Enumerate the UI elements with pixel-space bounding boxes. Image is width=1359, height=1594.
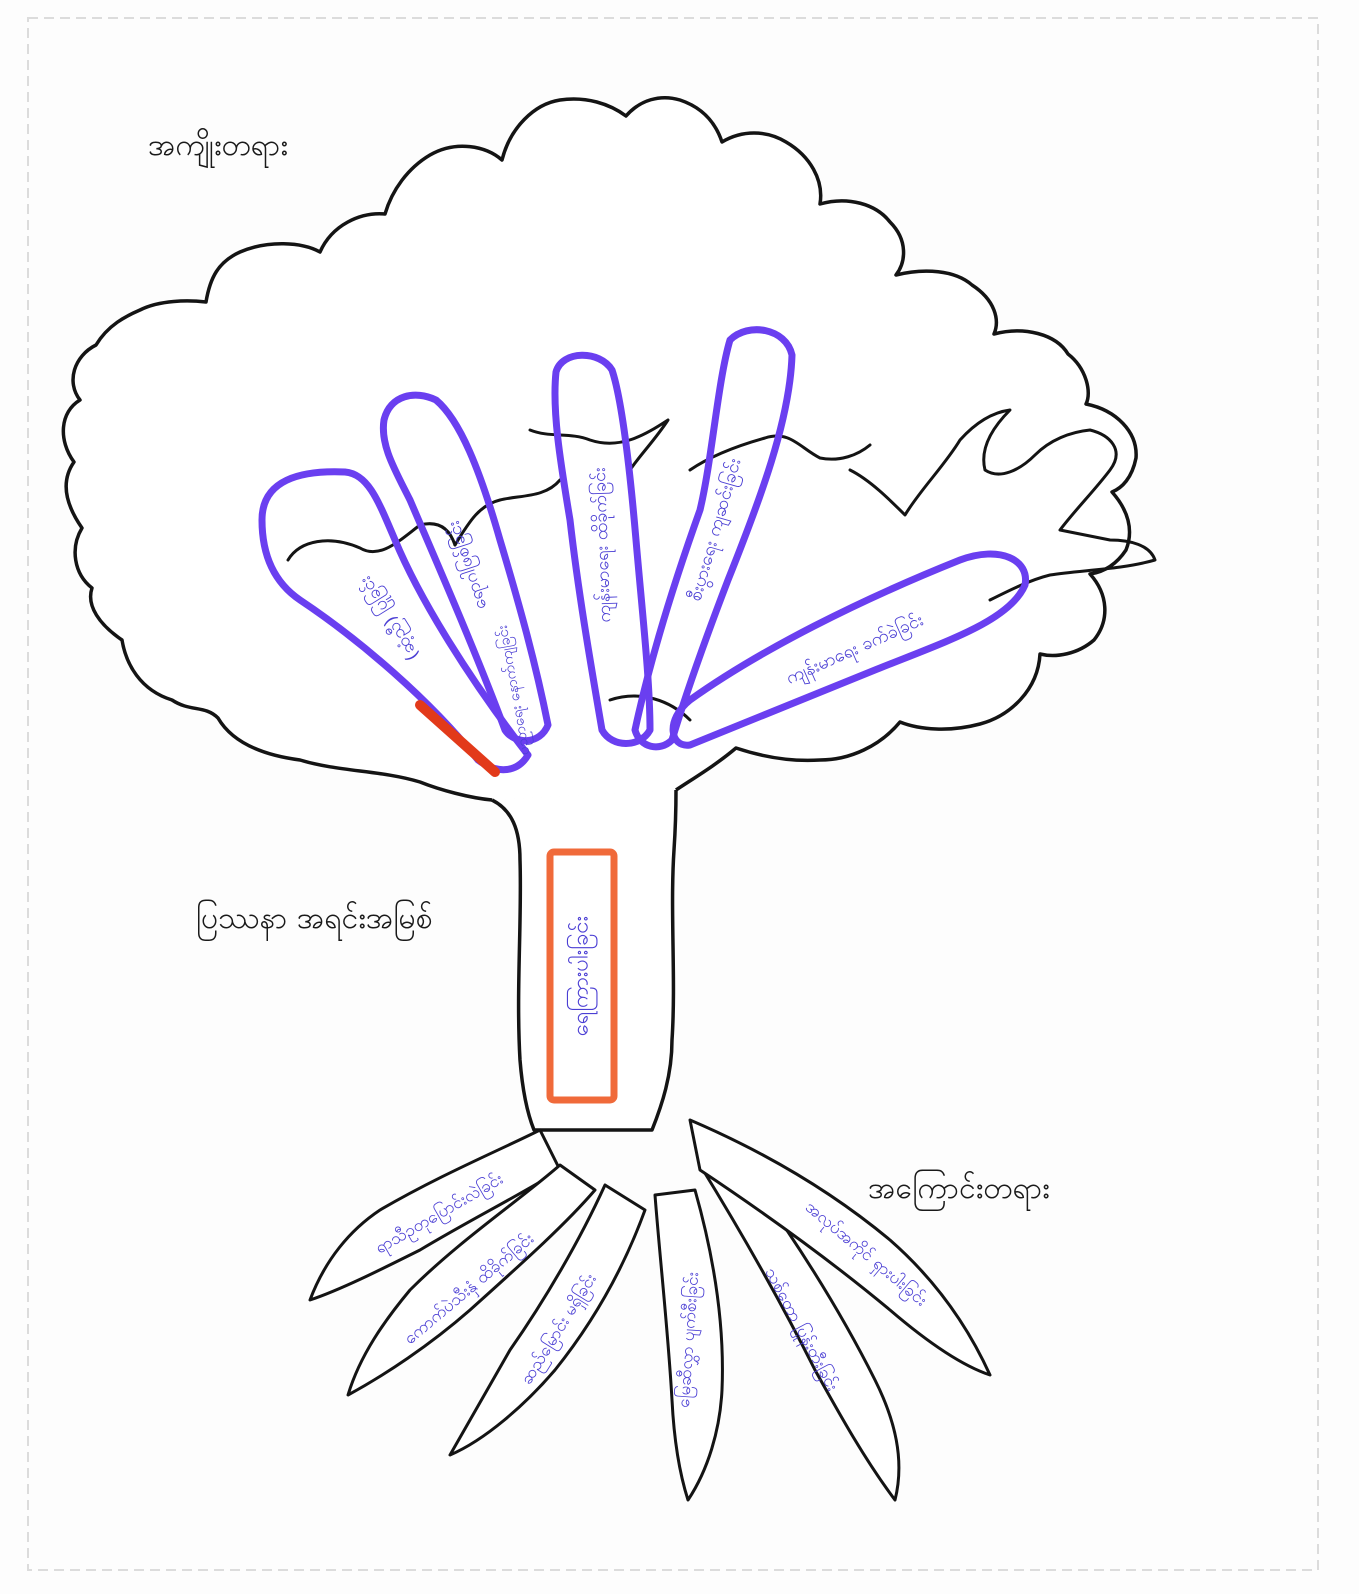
core-problem-label: ပြဿနာ အရင်းအမြစ် (196, 898, 433, 943)
causes-label: အကြောင်းတရား (868, 1168, 1050, 1213)
effects-label: အကျိုးတရား (148, 125, 288, 170)
tree-crown-outline (63, 98, 1136, 800)
effect-text-3: ကျန်းမာရေး ထိခိုက်ခြင်း (587, 467, 619, 623)
core-problem-text: ရေကြားပါးခြင်း (566, 916, 599, 1036)
